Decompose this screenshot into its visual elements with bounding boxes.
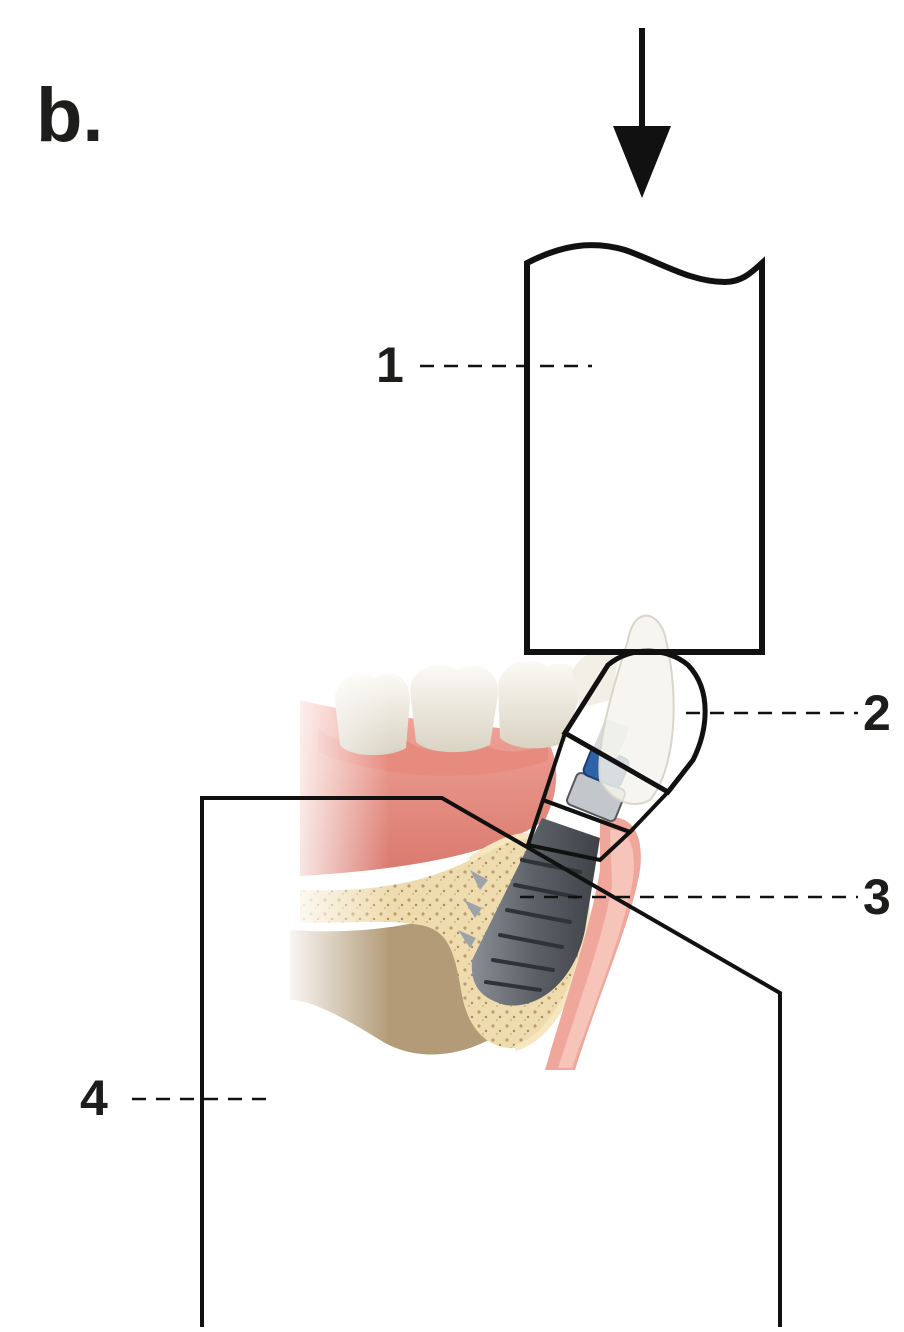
callout-4: 4 xyxy=(80,1073,108,1123)
callout-2: 2 xyxy=(863,688,891,738)
jaw-section-illustration xyxy=(280,616,674,1090)
load-arrow xyxy=(613,28,671,198)
loading-piston xyxy=(527,245,762,652)
callout-3: 3 xyxy=(863,872,891,922)
panel-label: b. xyxy=(36,78,104,154)
callout-1: 1 xyxy=(376,340,404,390)
